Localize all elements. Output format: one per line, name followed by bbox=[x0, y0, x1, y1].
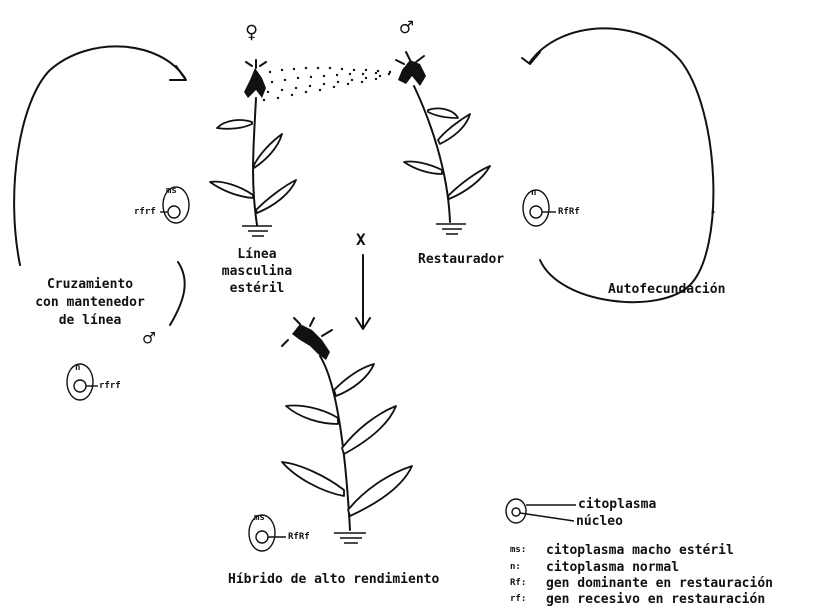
right-cycle-arrow bbox=[529, 27, 715, 304]
female-label-line1: Línea bbox=[237, 247, 277, 262]
female-cell-cytoplasm: ms bbox=[166, 186, 177, 196]
male-label: Restaurador bbox=[418, 252, 505, 267]
legend-key-n: n: bbox=[510, 562, 521, 572]
male-cell-cytoplasm: n bbox=[531, 188, 537, 198]
female-symbol: ♀ bbox=[245, 20, 259, 45]
female-stem bbox=[252, 97, 258, 226]
legend-cytoplasm: citoplasma bbox=[578, 497, 657, 512]
legend-key-ms: ms: bbox=[510, 545, 527, 555]
maintainer-male-symbol: ♂ bbox=[143, 326, 156, 350]
left-cycle-label-line3: de línea bbox=[58, 313, 122, 328]
male-cell bbox=[522, 189, 556, 227]
male-stem bbox=[413, 85, 451, 223]
female-cell-genotype: rfrf bbox=[134, 207, 156, 217]
hybrid-cell-genotype: RfRf bbox=[288, 532, 310, 542]
male-plant bbox=[395, 51, 491, 235]
hybrid-plant bbox=[281, 317, 413, 544]
maintainer-cell-genotype: rfrf bbox=[99, 381, 121, 391]
female-plant bbox=[209, 59, 297, 237]
left-cycle-label-line1: Cruzamiento bbox=[46, 277, 134, 292]
legend-text-rf: gen recesivo en restauración bbox=[546, 592, 766, 607]
male-cell-genotype: RfRf bbox=[558, 207, 580, 217]
pollen-spray bbox=[262, 66, 392, 102]
right-cycle-arrowhead bbox=[521, 51, 541, 65]
male-tassel bbox=[398, 60, 426, 86]
female-cell bbox=[160, 186, 190, 224]
left-cycle-label-line2: con mantenedor bbox=[35, 295, 145, 310]
hybrid-label: Híbrido de alto rendimiento bbox=[228, 572, 440, 587]
female-tassel bbox=[244, 68, 266, 98]
cross-arrowhead bbox=[355, 317, 371, 330]
legend-text-n: citoplasma normal bbox=[546, 560, 680, 575]
legend-cell bbox=[505, 498, 576, 524]
hybrid-tassel bbox=[292, 324, 330, 360]
left-cycle-arrow bbox=[13, 45, 186, 266]
hybrid-cell bbox=[248, 514, 286, 552]
legend-text-ms: citoplasma macho estéril bbox=[546, 543, 734, 558]
maintainer-cell-cytoplasm: n bbox=[75, 363, 81, 373]
legend-key-Rf: Rf: bbox=[510, 578, 527, 588]
right-cycle-label: Autofecundación bbox=[608, 282, 726, 297]
left-cycle-return bbox=[169, 261, 186, 326]
stray-dot bbox=[711, 210, 715, 214]
male-symbol: ♂ bbox=[400, 16, 414, 41]
legend-nucleus: núcleo bbox=[576, 514, 623, 529]
hybrid-cell-cytoplasm: ms bbox=[254, 513, 265, 523]
maintainer-cell bbox=[66, 363, 98, 401]
legend-key-rf: rf: bbox=[510, 594, 527, 604]
female-label-line3: estéril bbox=[229, 281, 285, 296]
left-cycle-arrowhead bbox=[169, 65, 187, 81]
female-label-line2: masculina bbox=[221, 264, 293, 279]
cross-symbol: X bbox=[356, 230, 366, 249]
legend-text-Rf: gen dominante en restauración bbox=[546, 576, 773, 591]
